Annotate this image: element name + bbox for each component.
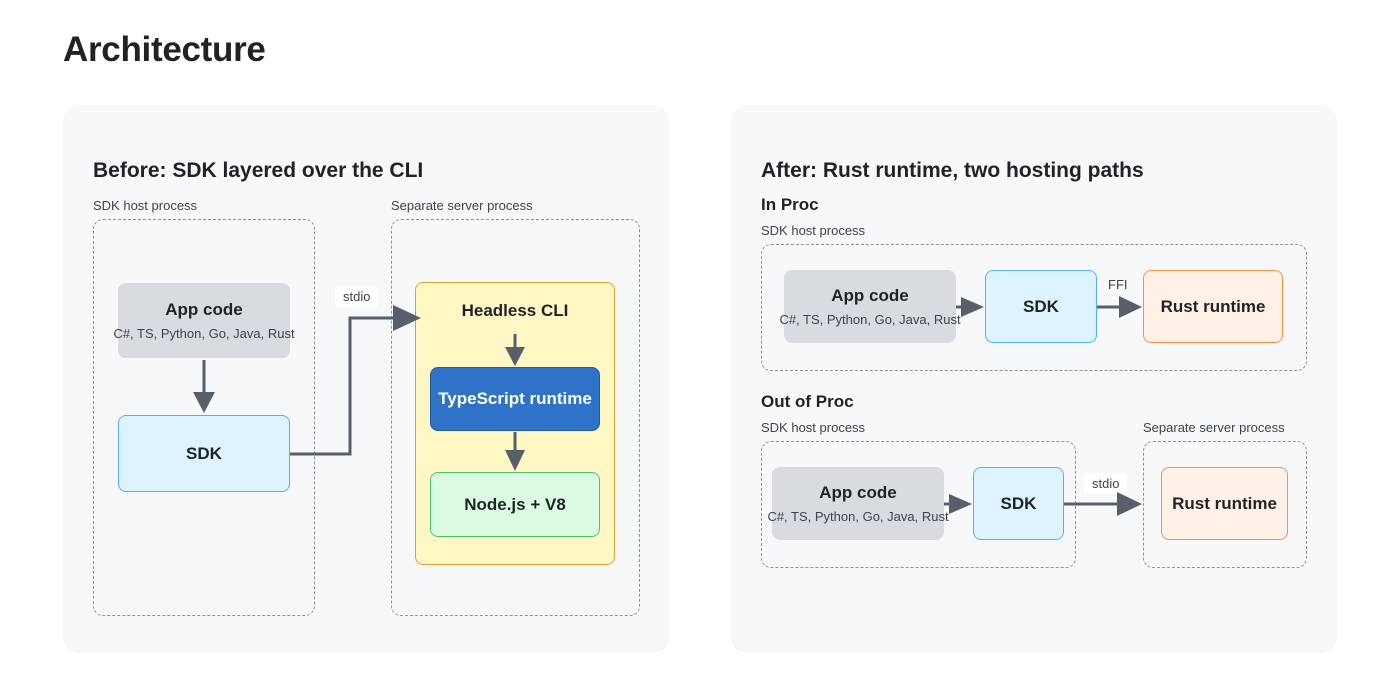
before-sdk-box: SDK — [118, 415, 290, 492]
app-code-languages: C#, TS, Python, Go, Java, Rust — [113, 326, 295, 341]
out-proc-server-label: Separate server process — [1143, 420, 1285, 435]
in-proc-app-code-box: App code C#, TS, Python, Go, Java, Rust — [779, 270, 961, 343]
ffi-label: FFI — [1108, 277, 1128, 292]
app-code-languages: C#, TS, Python, Go, Java, Rust — [779, 312, 961, 327]
arrowhead-inproc-app-to-sdk — [961, 297, 984, 317]
sdk-label: SDK — [1023, 296, 1059, 316]
page-title: Architecture — [63, 30, 266, 69]
before-host-process — [93, 219, 315, 616]
out-proc-rust-runtime-box: Rust runtime — [1161, 467, 1288, 540]
rust-runtime-label: Rust runtime — [1172, 493, 1277, 513]
app-code-languages: C#, TS, Python, Go, Java, Rust — [767, 509, 949, 524]
before-server-process — [391, 219, 640, 616]
arrowhead-outproc-app-to-sdk — [949, 494, 972, 514]
out-proc-stdio-label: stdio — [1084, 473, 1128, 494]
sdk-label: SDK — [186, 443, 222, 463]
arrowhead-outproc-sdk-to-rust — [1117, 492, 1142, 516]
out-proc-title: Out of Proc — [761, 392, 854, 411]
in-proc-title: In Proc — [761, 195, 819, 214]
before-stdio-label: stdio — [335, 286, 379, 307]
out-proc-host-label: SDK host process — [761, 420, 866, 435]
out-proc-app-code-box: App code C#, TS, Python, Go, Java, Rust — [767, 467, 949, 540]
arrowhead-ts-to-node — [505, 450, 525, 471]
node-v8-box: Node.js + V8 — [430, 472, 600, 537]
in-proc-host-label: SDK host process — [761, 223, 866, 238]
app-code-label: App code — [165, 300, 243, 319]
arrowhead-cli-to-ts — [505, 347, 525, 366]
typescript-runtime-box: TypeScript runtime — [430, 367, 600, 431]
in-proc-sdk-box: SDK — [985, 270, 1097, 343]
app-code-label: App code — [831, 286, 909, 305]
arrowhead-inproc-sdk-to-rust — [1119, 296, 1142, 318]
arrowhead-sdk-to-cli — [393, 305, 421, 331]
node-v8-label: Node.js + V8 — [464, 494, 566, 514]
rust-runtime-label: Rust runtime — [1160, 296, 1266, 316]
after-panel — [731, 105, 1337, 653]
out-proc-sdk-box: SDK — [973, 467, 1064, 540]
before-title: Before: SDK layered over the CLI — [93, 159, 424, 182]
app-code-label: App code — [819, 483, 897, 502]
arrow-sdk-to-cli — [290, 316, 395, 456]
in-proc-rust-runtime-box: Rust runtime — [1143, 270, 1283, 343]
typescript-runtime-label: TypeScript runtime — [438, 389, 592, 408]
after-title: After: Rust runtime, two hosting paths — [761, 159, 1144, 182]
arrowhead-app-to-sdk — [193, 392, 215, 413]
before-server-label: Separate server process — [391, 198, 533, 213]
in-proc-host-process — [761, 244, 1307, 371]
before-app-code-box: App code C#, TS, Python, Go, Java, Rust — [113, 283, 295, 358]
headless-cli-label: Headless CLI — [461, 301, 569, 320]
sdk-label: SDK — [1000, 493, 1037, 513]
out-proc-server-process — [1143, 441, 1307, 568]
before-host-label: SDK host process — [93, 198, 198, 213]
